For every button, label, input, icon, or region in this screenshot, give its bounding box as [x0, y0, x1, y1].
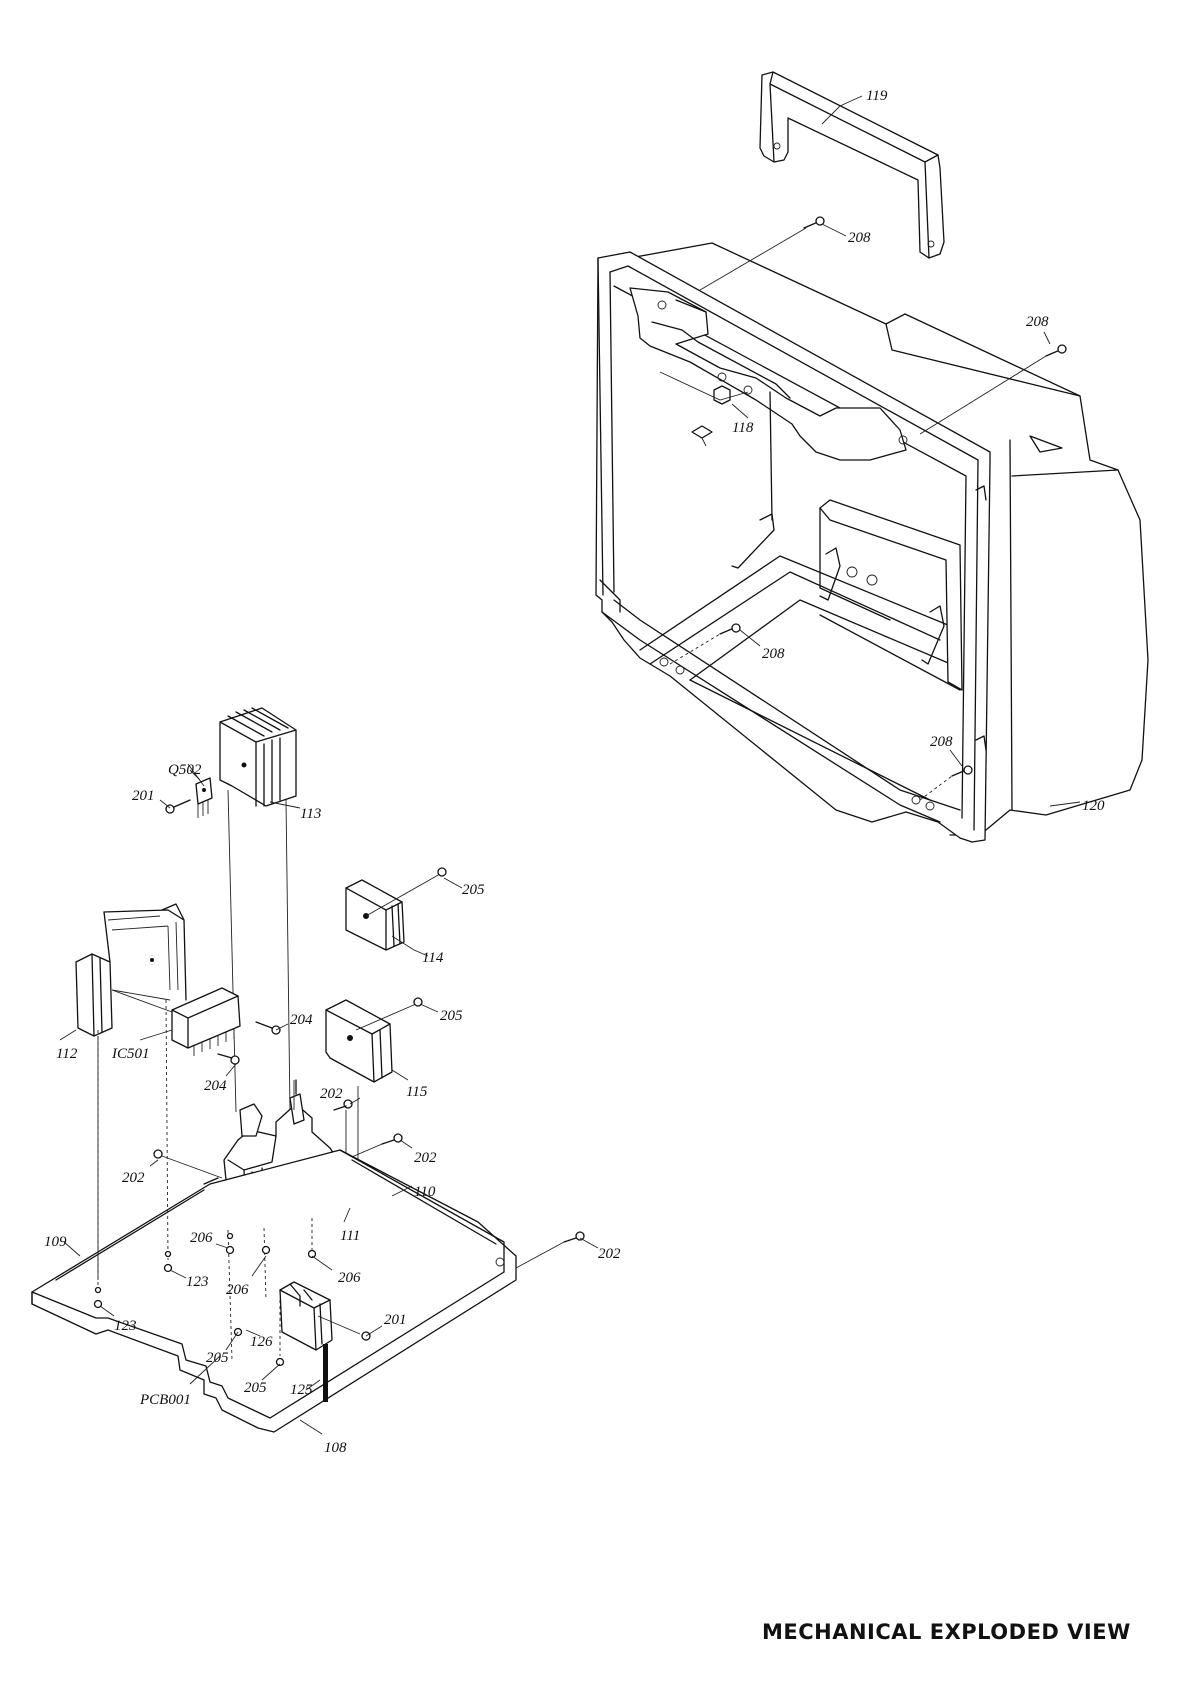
- label-205-a: 205: [462, 882, 485, 898]
- label-118: 118: [732, 420, 754, 436]
- label-206-a: 206: [190, 1230, 213, 1246]
- heatsink-115: [326, 1000, 416, 1082]
- screw-205-a: [438, 868, 446, 876]
- heatsink-114: [346, 874, 440, 950]
- label-206-b: 206: [226, 1282, 249, 1298]
- label-201-top: 201: [132, 788, 155, 804]
- label-126: 126: [250, 1334, 273, 1350]
- label-111: 111: [340, 1228, 360, 1244]
- label-208-right: 208: [1026, 314, 1049, 330]
- label-114: 114: [422, 950, 444, 966]
- label-202-d: 202: [598, 1246, 621, 1262]
- label-204-a: 204: [290, 1012, 313, 1028]
- label-202-c: 202: [122, 1170, 145, 1186]
- screw-202-d: [516, 1232, 584, 1268]
- label-q502: Q502: [168, 762, 202, 778]
- label-204-b: 204: [204, 1078, 227, 1094]
- label-202-a: 202: [320, 1086, 343, 1102]
- label-119: 119: [866, 88, 888, 104]
- label-208-bottom-left: 208: [762, 646, 785, 662]
- label-123-b: 123: [114, 1318, 137, 1334]
- screw-204-a: [256, 1022, 280, 1034]
- label-ic501: IC501: [111, 1046, 150, 1062]
- part-125: [323, 1344, 328, 1402]
- label-205-b: 205: [440, 1008, 463, 1024]
- label-208-bottom-right: 208: [930, 734, 953, 750]
- label-208-top: 208: [848, 230, 871, 246]
- label-113: 113: [300, 806, 321, 822]
- label-108: 108: [324, 1440, 347, 1456]
- label-110: 110: [414, 1184, 436, 1200]
- label-205-d: 205: [244, 1380, 267, 1396]
- label-201-bottom: 201: [384, 1312, 407, 1328]
- label-202-b: 202: [414, 1150, 437, 1166]
- heatsink-112: [76, 904, 186, 1036]
- label-120: 120: [1082, 798, 1105, 814]
- label-112: 112: [56, 1046, 78, 1062]
- cabinet-120: [596, 243, 1148, 842]
- label-115: 115: [406, 1084, 428, 1100]
- label-206-c: 206: [338, 1270, 361, 1286]
- label-109: 109: [44, 1234, 67, 1250]
- label-125: 125: [290, 1382, 313, 1398]
- screw-208-top: [700, 217, 824, 290]
- label-205-c: 205: [206, 1350, 229, 1366]
- screw-206-b: [263, 1247, 270, 1254]
- screw-201-top: [166, 800, 190, 813]
- label-pcb001: PCB001: [139, 1392, 191, 1408]
- screw-202-c: [154, 1150, 222, 1178]
- label-123-a: 123: [186, 1274, 209, 1290]
- screw-208-right: [920, 345, 1066, 434]
- chassis-plate: [32, 1150, 516, 1432]
- page-title: MECHANICAL EXPLODED VIEW: [762, 1620, 1131, 1644]
- screw-204-b: [218, 1054, 239, 1064]
- heatsink-113: [220, 708, 296, 806]
